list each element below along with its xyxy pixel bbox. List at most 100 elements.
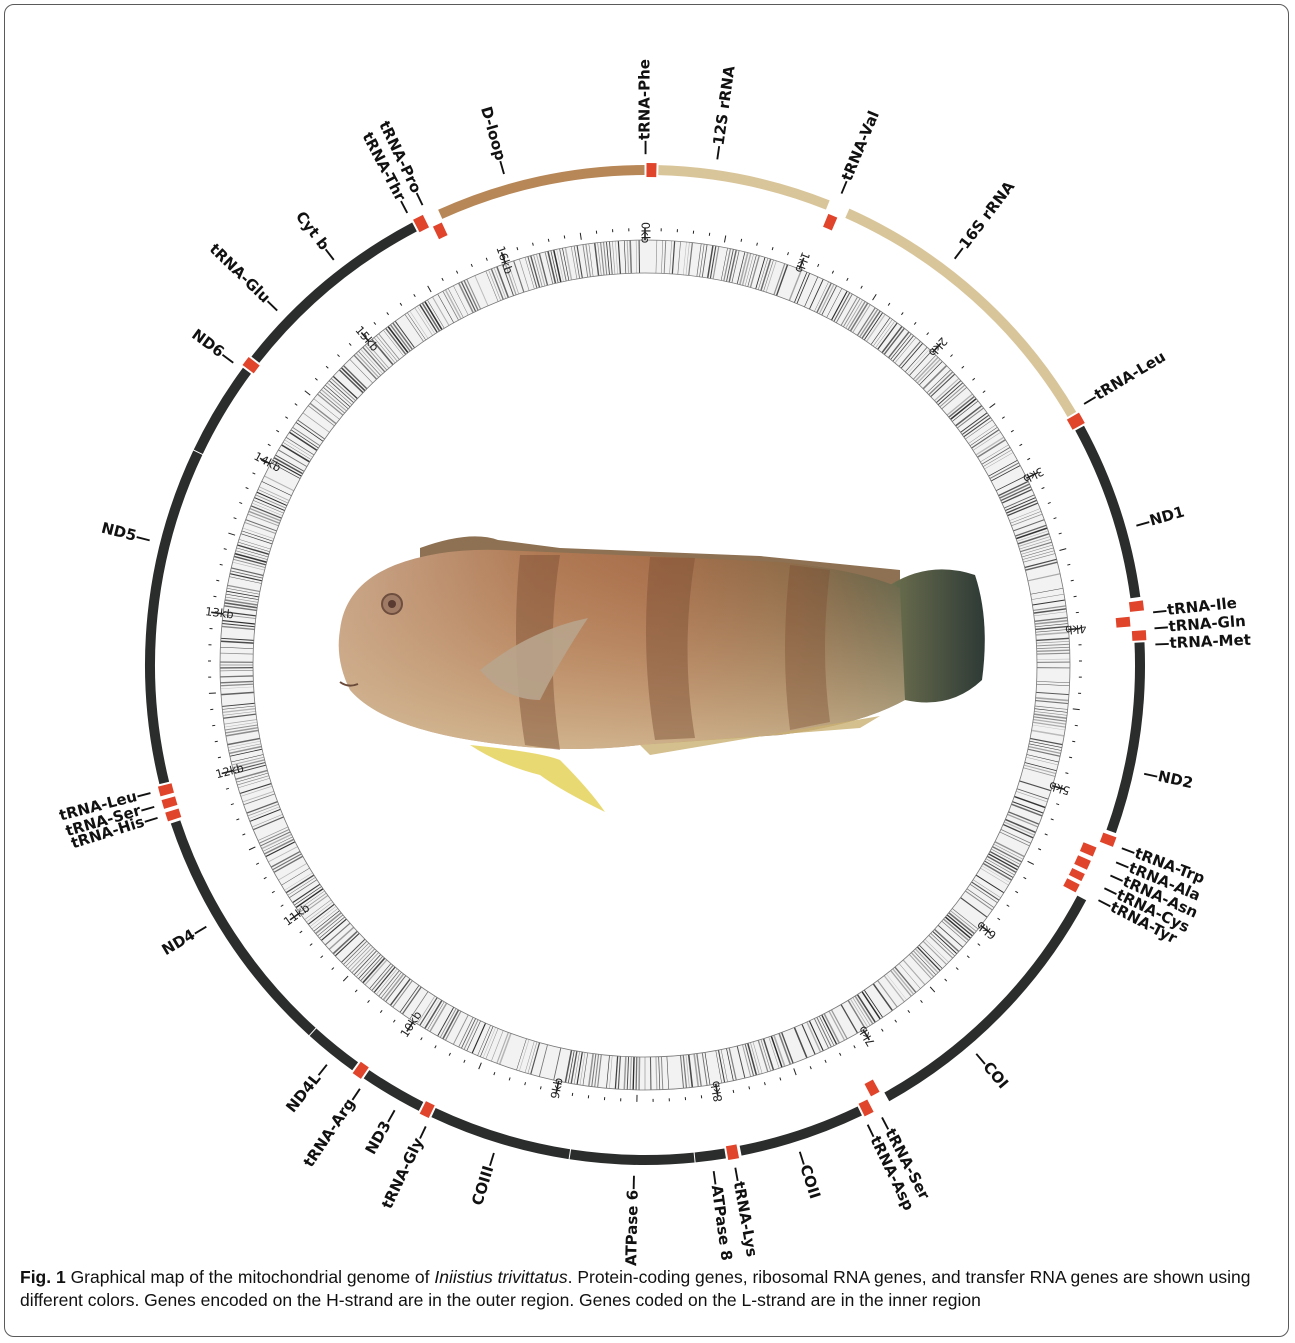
scale-tick [764, 1082, 765, 1085]
scale-tick [1020, 444, 1023, 446]
scale-tick [1051, 819, 1054, 820]
scale-tick [854, 1045, 855, 1048]
scale-tick [400, 303, 402, 305]
gene-arc [416, 221, 426, 226]
gene-label: —ND2 [1142, 764, 1195, 792]
gene-arc [741, 1111, 860, 1151]
scale-tick [464, 1060, 465, 1063]
scale-tick [216, 580, 219, 581]
scale-tick [256, 863, 259, 864]
gc-bar [633, 1057, 634, 1090]
scale-tick [825, 1060, 826, 1063]
scale-tick [300, 931, 302, 933]
figure-caption: Fig. 1 Graphical map of the mitochondria… [20, 1266, 1275, 1312]
scale-tick [231, 804, 234, 805]
scale-tick [810, 1066, 811, 1069]
scale-tick [1065, 773, 1068, 774]
gene-arc [248, 361, 254, 369]
scale-tick [414, 294, 416, 297]
gene-label: ATPase 6— [622, 1175, 642, 1267]
scale-tick [218, 757, 221, 758]
gene-label: —16S rRNA [946, 178, 1018, 265]
scale-tick [927, 333, 929, 335]
scale-tick [228, 533, 235, 535]
scale-tick [393, 1020, 395, 1022]
gene-arc [198, 371, 247, 452]
gene-arc [436, 229, 445, 233]
gene-arc [1073, 416, 1079, 426]
scale-tick [285, 417, 287, 419]
scale-tick [580, 233, 581, 240]
scale-tick [901, 312, 903, 314]
scale-tick [564, 236, 565, 239]
scale-tick [253, 473, 256, 474]
scale-tick [956, 968, 958, 970]
scale-tick [355, 990, 357, 992]
scale-tick [321, 956, 323, 958]
scale-tick [517, 247, 518, 250]
kb-tick-label: 4kb [1065, 622, 1087, 638]
scale-tick [832, 271, 833, 274]
scale-tick [733, 1090, 734, 1093]
gene-arc [172, 811, 175, 820]
scale-tick [724, 236, 725, 243]
scale-tick [1028, 861, 1034, 864]
scale-tick [788, 252, 789, 255]
scale-tick [998, 918, 1000, 920]
gene-label: —COII [792, 1148, 824, 1201]
scale-tick [1054, 518, 1057, 519]
scale-tick [494, 1072, 495, 1075]
scale-tick [326, 366, 328, 368]
scale-tick [908, 1010, 910, 1012]
scale-tick [281, 905, 284, 907]
scale-tick [486, 258, 487, 261]
scale-tick [220, 564, 223, 565]
scale-tick [818, 264, 819, 267]
scale-tick [239, 502, 242, 503]
scale-tick [983, 391, 985, 393]
scale-tick [1073, 709, 1080, 710]
scale-tick [895, 1020, 897, 1022]
fish-illustration [339, 536, 985, 812]
gene-arc [826, 220, 835, 224]
gene-arc [1086, 845, 1090, 854]
gene-label: —tRNA-Met [1154, 631, 1251, 653]
scale-tick [337, 355, 339, 357]
scale-tick [1045, 834, 1048, 835]
scale-tick [456, 271, 457, 274]
scale-tick [1024, 877, 1027, 878]
scale-tick [264, 877, 267, 878]
gene-label: COIII— [468, 1149, 502, 1207]
scale-tick [888, 303, 890, 305]
scale-tick [1002, 417, 1004, 419]
scale-tick [847, 278, 848, 281]
scale-tick [236, 819, 239, 820]
gene-arc [168, 798, 171, 807]
scale-tick [310, 944, 312, 946]
kb-tick-label: 9kb [548, 1076, 566, 1100]
gene-arc [1139, 631, 1140, 641]
scale-tick [930, 987, 935, 992]
gene-arc [727, 1151, 738, 1153]
gene-arc [868, 1086, 876, 1091]
scale-tick [861, 286, 862, 289]
gene-label: —tRNA-Phe [636, 59, 654, 155]
gene-arc [658, 170, 827, 205]
caption-label: Fig. 1 [20, 1267, 66, 1287]
scale-tick [268, 444, 271, 446]
scale-tick [921, 1000, 923, 1002]
scale-tick [1069, 757, 1072, 758]
caption-species: Iniistius trivittatus [434, 1267, 567, 1287]
scale-tick [914, 322, 916, 324]
scale-tick [1072, 741, 1075, 742]
scale-tick [234, 518, 237, 519]
gene-label: —tRNA-Leu [1078, 347, 1168, 411]
scale-tick [749, 1086, 750, 1089]
scale-tick [315, 378, 317, 380]
scale-tick [246, 488, 249, 489]
scale-tick [421, 1037, 423, 1040]
scale-tick [1048, 502, 1051, 503]
scale-tick [380, 1010, 382, 1012]
scale-tick [226, 788, 229, 789]
gene-label: ND6— [188, 325, 239, 369]
